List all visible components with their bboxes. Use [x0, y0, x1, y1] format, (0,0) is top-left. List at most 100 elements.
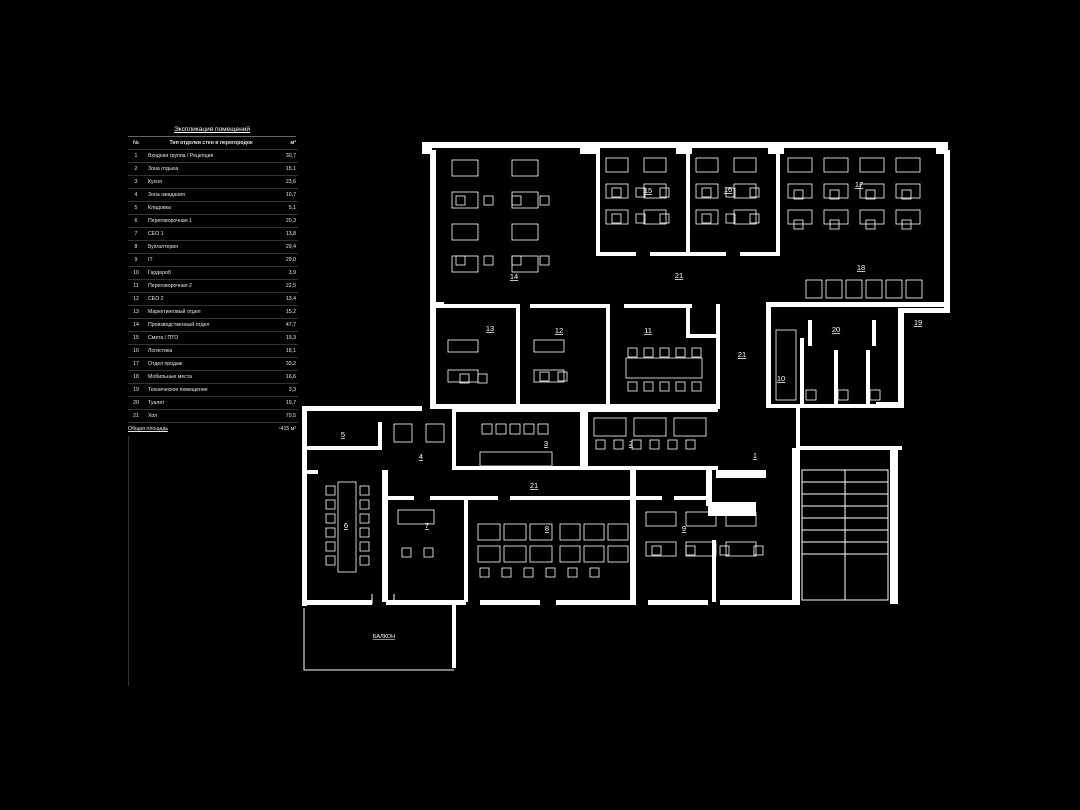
desk [529, 545, 553, 563]
chair [749, 187, 760, 198]
chair [901, 219, 912, 230]
desk [787, 183, 813, 199]
header-name: Тип отделки стен и перегородок [144, 137, 274, 150]
chair [539, 371, 550, 382]
row-name: Мобильные места [144, 370, 274, 384]
row-name: CEO 2 [144, 292, 274, 306]
chair [651, 545, 662, 556]
row-name: Бухгалтерия [144, 240, 274, 254]
chair [545, 567, 556, 578]
row-number: 21 [128, 409, 144, 423]
chair [501, 567, 512, 578]
room-label: 17 [855, 180, 863, 189]
row-name: Кухня [144, 175, 274, 189]
chair [643, 381, 654, 392]
row-area: 13,4 [274, 292, 298, 306]
desk [477, 523, 501, 541]
row-area: 3,9 [274, 266, 298, 280]
desk [673, 417, 707, 437]
row-name: Логистика [144, 344, 274, 358]
row-area: 22,5 [274, 279, 298, 293]
chair [675, 381, 686, 392]
desk [805, 279, 823, 299]
desk [425, 423, 445, 443]
row-number: 14 [128, 318, 144, 332]
desk [593, 417, 627, 437]
room-label: 8 [545, 524, 549, 533]
room-label: 14 [510, 272, 518, 281]
chair [829, 189, 840, 200]
row-number: 15 [128, 331, 144, 345]
row-area: 16,6 [274, 370, 298, 384]
desk [695, 209, 719, 225]
chair [325, 485, 336, 496]
room-label: 13 [486, 324, 494, 333]
room-schedule-table: Экспликация помещений № Тип отделки стен… [128, 124, 298, 435]
row-number: 13 [128, 305, 144, 319]
chair [325, 555, 336, 566]
desk [643, 209, 667, 225]
desk [725, 541, 757, 557]
row-name: Отдел продаж [144, 357, 274, 371]
desk [511, 159, 539, 177]
row-number: 11 [128, 279, 144, 293]
row-name: Хол [144, 409, 274, 423]
room-label: 15 [644, 186, 652, 195]
desk [447, 369, 479, 383]
chair [901, 189, 912, 200]
desk [583, 523, 605, 541]
row-number: 7 [128, 227, 144, 241]
row-name: Производственный отдел [144, 318, 274, 332]
chair [749, 213, 760, 224]
chair [557, 371, 568, 382]
desk [509, 423, 521, 435]
row-area: 23,6 [274, 175, 298, 189]
row-name: Гардероб [144, 266, 274, 280]
chair [359, 485, 370, 496]
row-name: Смета / ПТО [144, 331, 274, 345]
chair [719, 545, 730, 556]
row-area: 30,7 [274, 149, 298, 163]
row-area: 29,0 [274, 253, 298, 267]
chair [829, 219, 840, 230]
room-label: 11 [644, 326, 652, 335]
desk [511, 191, 539, 209]
row-name: Маркетинговый отдел [144, 305, 274, 319]
chair [459, 373, 470, 384]
chair [539, 195, 550, 206]
chair [649, 439, 660, 450]
row-name: Зона отдыха [144, 162, 274, 176]
desk [845, 279, 863, 299]
desk [685, 541, 717, 557]
room-label: 19 [914, 318, 922, 327]
desk [583, 545, 605, 563]
desk [503, 545, 527, 563]
chair [455, 255, 466, 266]
chair [483, 195, 494, 206]
chair [325, 499, 336, 510]
desk [523, 423, 535, 435]
row-number: 19 [128, 383, 144, 397]
row-area: 18,1 [274, 344, 298, 358]
desk [869, 389, 881, 401]
chair [753, 545, 764, 556]
chair [539, 255, 550, 266]
desk [607, 523, 629, 541]
desk [825, 279, 843, 299]
chair [325, 541, 336, 552]
chair [793, 189, 804, 200]
row-name: Входная группа / Рецепция [144, 149, 274, 163]
chair [627, 347, 638, 358]
furniture [325, 157, 923, 578]
